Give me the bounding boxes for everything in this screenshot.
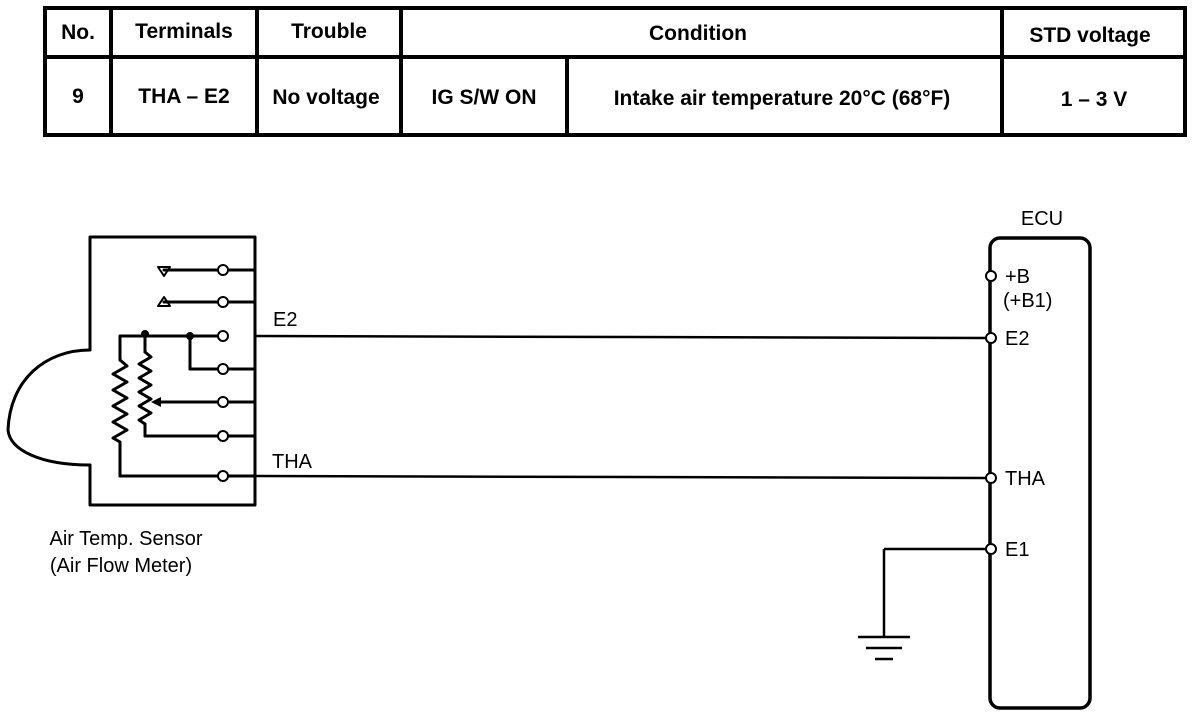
ecu-label-tha: THA (1005, 468, 1046, 490)
harness (254, 334, 987, 480)
ecu-label-b: +B (1005, 266, 1030, 288)
switch-contact-up-icon (157, 296, 171, 307)
connector-terminal (217, 430, 229, 442)
sensor-inlet-hood (6, 348, 92, 467)
header-no: No. (61, 21, 95, 44)
connector-terminal-e2 (217, 330, 229, 342)
sensor-name-line2: (Air Flow Meter) (50, 555, 192, 577)
potentiometer-icon (137, 350, 153, 426)
cell-std-voltage: 1 – 3 V (1061, 88, 1128, 111)
ecu-terminal-b (985, 270, 997, 282)
e2-wire (254, 334, 987, 340)
connector-terminal (217, 363, 229, 375)
e2-wire-label: E2 (273, 309, 297, 331)
header-std-voltage: STD voltage (1029, 24, 1150, 47)
ecu-label-b-alt: (+B1) (1003, 290, 1052, 312)
sensor-housing (88, 235, 257, 507)
connector-terminal (217, 296, 229, 308)
connector-terminal-tha (217, 470, 229, 482)
sensor-nodes (141, 264, 229, 482)
header-terminals: Terminals (135, 20, 233, 43)
connector-terminal (217, 396, 229, 408)
ecu: ECU +B (+B1) E2 THA E1 (985, 208, 1092, 710)
ecu-title: ECU (1021, 208, 1063, 230)
header-condition: Condition (649, 22, 747, 45)
cell-no: 9 (72, 85, 84, 108)
ecu-label-e2: E2 (1005, 328, 1029, 350)
junction-dot (186, 332, 194, 340)
table-border (43, 6, 1187, 137)
connector-terminal (217, 264, 229, 276)
air-temp-sensor (6, 235, 257, 507)
ecu-terminal-e2 (985, 332, 997, 344)
ecu-terminal-tha (985, 472, 997, 484)
ground (858, 547, 986, 661)
ecu-terminal-e1 (985, 543, 997, 555)
cell-condition-detail: Intake air temperature 20°C (68°F) (614, 87, 951, 110)
tha-wire (254, 474, 987, 480)
thermistor-icon (111, 358, 129, 444)
cell-condition-switch: IG S/W ON (432, 86, 537, 109)
junction-dot (141, 330, 149, 338)
switch-contact-down-icon (157, 266, 171, 277)
tha-wire-label: THA (272, 451, 313, 473)
cell-terminals: THA – E2 (138, 85, 229, 108)
wiper-arrow-icon (151, 397, 161, 407)
cell-trouble: No voltage (272, 86, 379, 109)
sensor-name-line1: Air Temp. Sensor (49, 528, 202, 550)
ecu-label-e1: E1 (1005, 539, 1029, 561)
header-trouble: Trouble (291, 20, 367, 43)
spec-table: No. Terminals Trouble Condition STD volt… (43, 6, 1187, 137)
